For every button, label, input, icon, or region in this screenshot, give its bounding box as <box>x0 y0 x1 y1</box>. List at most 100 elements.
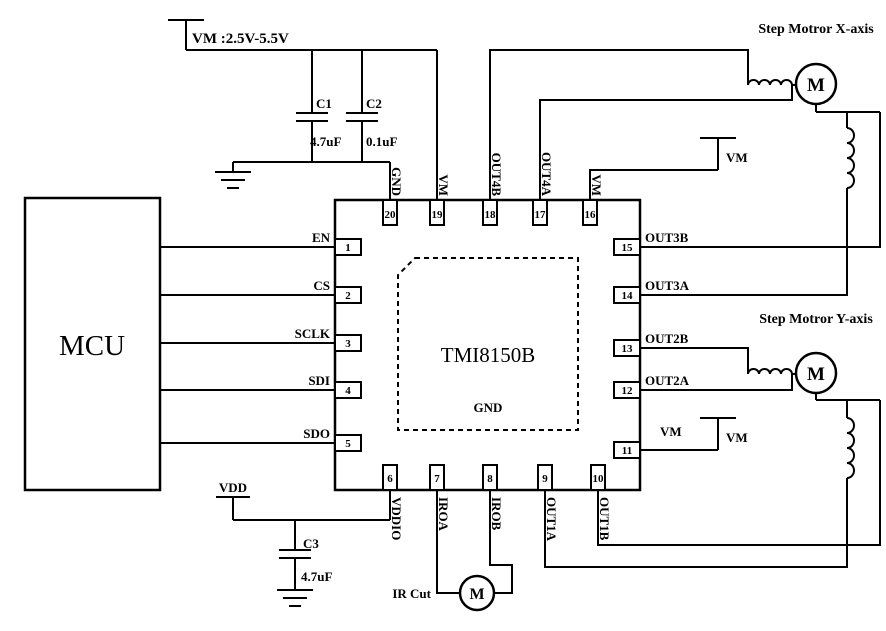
pin-15: 15 <box>613 238 641 256</box>
pin-10: 10 OUT1B <box>590 464 612 541</box>
pin-18-label: OUT4B <box>489 153 504 197</box>
pin-7-box <box>429 464 445 491</box>
wire-vm-pin16 <box>589 169 718 200</box>
mcu-section: MCU EN CS SCLK SDI SDO <box>23 196 335 492</box>
pin-1-box <box>334 238 362 256</box>
motor-x-m: M <box>807 75 825 96</box>
pin-9-box <box>537 464 553 491</box>
pin-11-number: 11 <box>622 445 632 457</box>
chip-body <box>333 198 642 492</box>
pin5-label: SDO <box>303 426 330 441</box>
pin-17-box <box>532 199 548 226</box>
pin-4-number: 4 <box>345 385 351 397</box>
pin-18: 18 OUT4B <box>482 153 504 226</box>
pin-4-box <box>334 381 362 399</box>
pin13-label: OUT2B <box>645 331 689 346</box>
pin-6-number: 6 <box>387 473 393 485</box>
motor-y-title: Step Motror Y-axis <box>759 312 873 327</box>
chip-name: TMI8150B <box>441 343 536 367</box>
pin-1-number: 1 <box>345 242 351 254</box>
wire-out3b <box>640 112 881 248</box>
pin-16-box <box>582 199 598 226</box>
pin-5-box <box>334 434 362 452</box>
wire-vddio <box>233 490 391 521</box>
pin-11-box <box>613 441 641 459</box>
pin-17: 17 OUT4A <box>532 152 554 226</box>
pin-20: 20 GND <box>382 167 404 226</box>
pin-10-box <box>590 464 606 491</box>
pin-8-number: 8 <box>487 473 493 485</box>
top-wires: VM <box>389 49 793 200</box>
pin-7-label: IROA <box>436 497 451 532</box>
chip-die-outline <box>397 257 579 431</box>
c3-ref: C3 <box>303 536 319 551</box>
motor-x-title: Step Motror X-axis <box>758 22 874 37</box>
pin-5-number: 5 <box>345 438 351 450</box>
chip-gnd-label: GND <box>474 400 503 415</box>
c3-value: 4.7uF <box>301 569 332 584</box>
pin-1: 1 <box>334 238 362 256</box>
motor-y-m: M <box>807 364 825 385</box>
pin-9-number: 9 <box>542 473 548 485</box>
pin-10-number: 10 <box>593 473 605 485</box>
c2-ref: C2 <box>366 96 382 111</box>
pin-4: 4 <box>334 381 362 399</box>
chip-section: TMI8150B GND 1 2 3 4 5 20 GND <box>333 152 642 542</box>
vm-flag-top <box>700 137 736 170</box>
pin-15-box <box>613 238 641 256</box>
pin-17-label: OUT4A <box>539 152 554 197</box>
pin15-label: OUT3B <box>645 230 689 245</box>
pin11-label: VM <box>660 424 682 439</box>
pin-8-label: IROB <box>489 497 504 531</box>
cap-c1-wires <box>296 50 328 162</box>
pin-12-box <box>613 381 641 399</box>
wire-out3a <box>640 188 848 296</box>
vm-flag-bottom <box>700 417 736 450</box>
pin-6: 6 VDDIO <box>382 464 404 540</box>
coil-y-vertical <box>815 393 880 479</box>
pin-7-number: 7 <box>434 473 440 485</box>
motor-x-section: Step Motror X-axis M OUT3B OUT3A <box>640 22 881 296</box>
ir-motor-section: M IR Cut <box>392 490 513 612</box>
pin-10-label: OUT1B <box>597 497 612 541</box>
vdd-flag <box>216 496 250 520</box>
pin-19-box <box>429 199 445 226</box>
coil-x-horizontal <box>747 79 797 86</box>
c1-ref: C1 <box>316 96 332 111</box>
pin-7: 7 IROA <box>429 464 451 532</box>
pin3-label: SCLK <box>295 326 331 341</box>
wire-out4b <box>489 49 749 200</box>
pin-6-box <box>382 464 398 491</box>
pin-20-box <box>382 199 398 226</box>
pin-19-number: 19 <box>432 209 444 221</box>
vdd-section: VDD C3 4.7uF <box>216 480 391 607</box>
pin-9-label: OUT1A <box>544 497 559 542</box>
ir-cut-label: IR Cut <box>392 586 431 601</box>
wire-out2a <box>640 374 793 391</box>
pin2-label: CS <box>313 278 330 293</box>
pin-14: 14 <box>613 286 641 304</box>
wire-out2b <box>640 347 749 374</box>
pin1-label: EN <box>312 230 331 245</box>
pin-12-number: 12 <box>622 385 634 397</box>
wire-out1a <box>544 478 848 568</box>
pin-20-number: 20 <box>385 209 397 221</box>
pin-14-box <box>613 286 641 304</box>
wire-iroa <box>436 490 460 594</box>
pin-2-number: 2 <box>345 290 351 302</box>
vm-flag-top-label: VM <box>726 150 748 165</box>
pin-3-number: 3 <box>345 338 351 350</box>
pin-18-box <box>482 199 498 226</box>
pin14-label: OUT3A <box>645 278 690 293</box>
pin-19-label: VM <box>436 174 451 196</box>
pin-8: 8 IROB <box>482 464 504 531</box>
wire-irob <box>489 490 513 594</box>
ir-motor-circle <box>458 574 496 612</box>
pin-19: 19 VM <box>429 174 451 226</box>
ir-motor-m: M <box>469 586 484 603</box>
pin4-label: SDI <box>308 373 330 388</box>
pin-2: 2 <box>334 286 362 304</box>
vm-rail-label: VM :2.5V-5.5V <box>192 31 289 47</box>
pin-13: 13 <box>613 339 641 357</box>
